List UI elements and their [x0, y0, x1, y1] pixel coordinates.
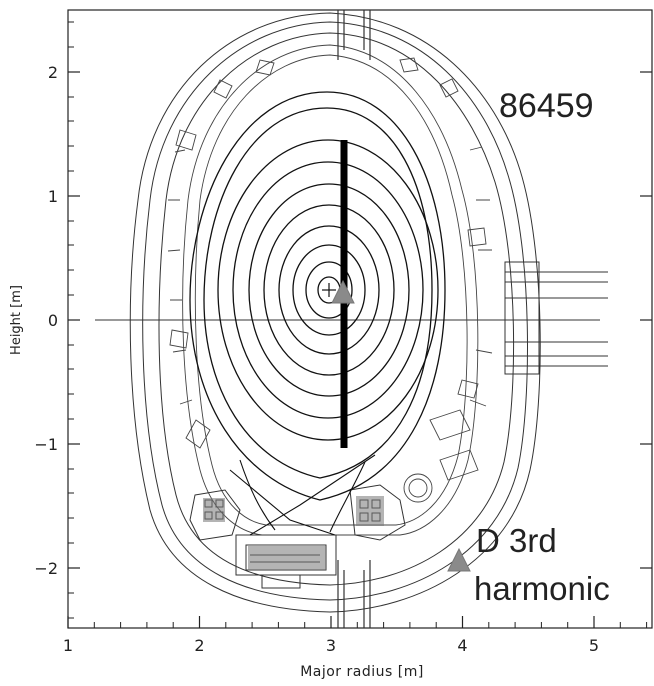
outboard-port	[504, 261, 608, 375]
y-tick-label: 2	[48, 63, 58, 82]
d-3rd-harmonic-marker	[331, 279, 355, 304]
x-tick-label: 1	[63, 636, 73, 655]
x-axis-title: Major radius [m]	[300, 664, 424, 680]
y-tick-label: 0	[48, 311, 58, 330]
y-tick-label: −1	[34, 435, 58, 454]
y-minor-ticks	[68, 21, 74, 619]
x-tick-label: 3	[326, 636, 336, 655]
plot-frame	[67, 9, 653, 629]
y-tick-label: −2	[34, 559, 58, 578]
flux-surfaces	[189, 91, 446, 501]
legend-label-line2: harmonic	[474, 570, 610, 607]
x-tick-label: 5	[589, 636, 599, 655]
y-major-ticks	[68, 71, 80, 569]
y-right-ticks	[640, 71, 652, 569]
legend-label-line1: D 3rd	[476, 522, 557, 559]
vessel-outline	[129, 12, 541, 613]
separatrix-legs	[229, 454, 376, 536]
x-tick-label: 4	[457, 636, 467, 655]
magnetic-axis-cross	[322, 283, 336, 297]
x-minor-ticks	[93, 622, 648, 628]
y-tick-labels: 2 1 0 −1 −2	[34, 63, 58, 578]
central-column	[337, 10, 371, 628]
x-tick-labels: 1 2 3 4 5	[63, 636, 599, 655]
shot-number: 86459	[499, 87, 594, 125]
legend-marker	[447, 547, 471, 572]
y-tick-label: 1	[48, 187, 58, 206]
x-tick-label: 2	[194, 636, 204, 655]
y-axis-title: Height [m]	[9, 285, 24, 355]
divertor-fill	[203, 496, 384, 570]
